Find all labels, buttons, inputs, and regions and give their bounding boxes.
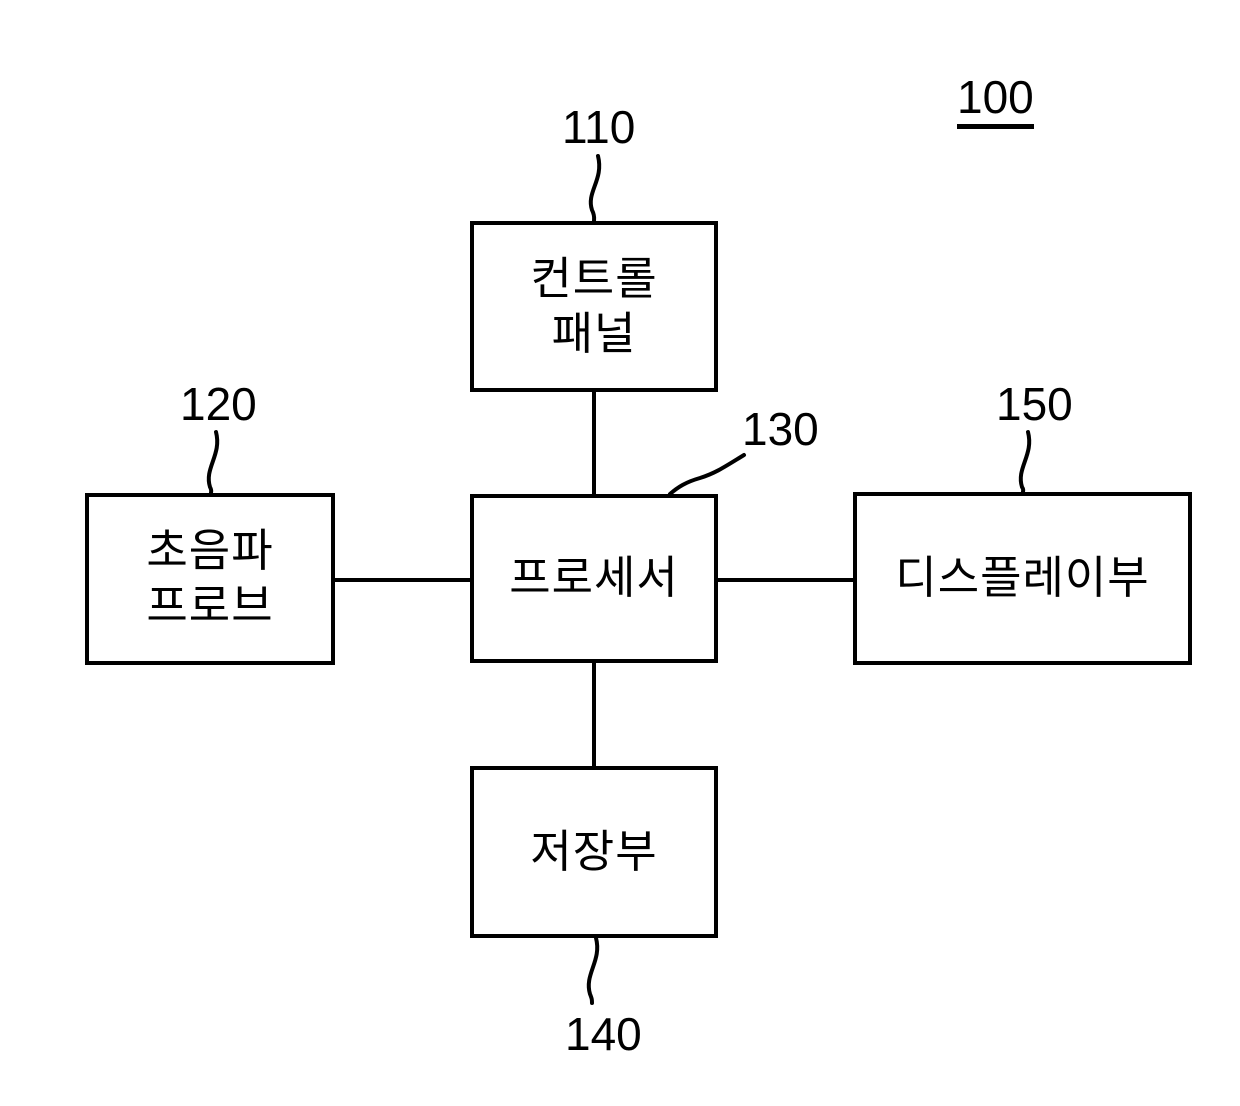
block-ultrasound-probe-label: 초음파 프로브 [146, 525, 274, 631]
block-display-unit[interactable]: 디스플레이부 [853, 492, 1192, 665]
block-storage-unit[interactable]: 저장부 [470, 766, 718, 938]
leader-line-140 [586, 936, 600, 1005]
reference-number-110: 110 [562, 101, 636, 153]
block-ultrasound-probe[interactable]: 초음파 프로브 [85, 493, 335, 665]
system-reference-number: 100 [957, 74, 1034, 129]
block-control-panel[interactable]: 컨트롤 패널 [470, 221, 718, 392]
block-storage-unit-label: 저장부 [530, 825, 658, 877]
reference-number-140: 140 [565, 1008, 642, 1060]
reference-number-150: 150 [996, 378, 1073, 430]
leader-line-130 [668, 453, 746, 496]
leader-line-110 [588, 154, 602, 223]
block-control-panel-label: 컨트롤 패널 [530, 252, 658, 359]
reference-number-120: 120 [180, 378, 257, 430]
reference-number-130: 130 [742, 403, 819, 455]
block-display-unit-label: 디스플레이부 [895, 552, 1150, 604]
leader-line-150 [1018, 430, 1032, 494]
block-processor-label: 프로세서 [509, 552, 679, 604]
block-processor[interactable]: 프로세서 [470, 494, 718, 663]
leader-line-120 [206, 430, 220, 495]
